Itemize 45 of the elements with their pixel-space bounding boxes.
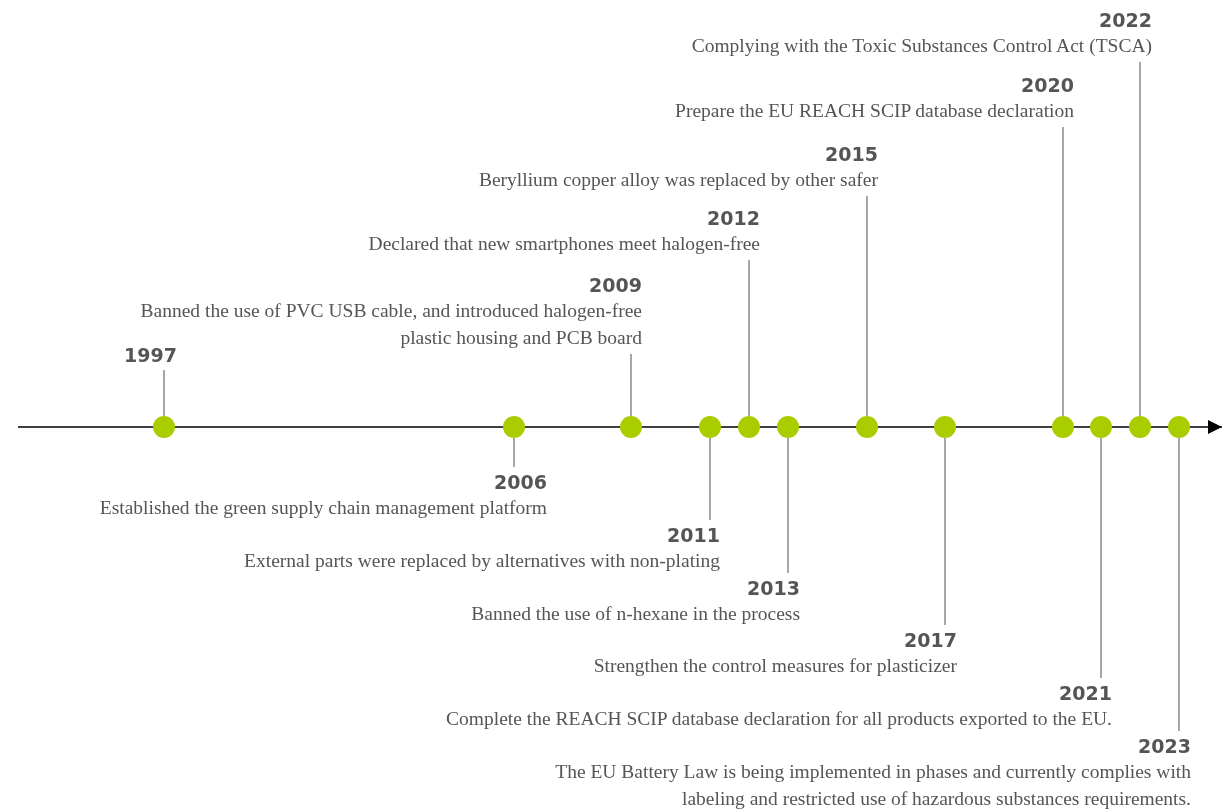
year-label: 2006 [494, 470, 547, 494]
leader-line [163, 369, 165, 417]
timeline-dot [934, 416, 956, 438]
milestone-description: Established the green supply chain management platform [99, 496, 547, 520]
milestone-description: Complete the REACH SCIP database declaration for all products exported to the EU. [446, 707, 1112, 731]
leader-line [1178, 437, 1180, 732]
timeline-dot [153, 416, 175, 438]
year-label: 2023 [1138, 734, 1191, 758]
year-label: 2012 [707, 206, 760, 230]
timeline-dot [777, 416, 799, 438]
timeline-dot [1129, 416, 1151, 438]
timeline-dot [620, 416, 642, 438]
leader-line [709, 437, 711, 521]
timeline-dot [503, 416, 525, 438]
leader-line [866, 195, 868, 417]
milestone-description: Prepare the EU REACH SCIP database declaration [675, 99, 1074, 123]
leader-line [513, 437, 515, 468]
milestone-description: Complying with the Toxic Substances Control Act (TSCA) [691, 34, 1152, 58]
milestone-description: Declared that new smartphones meet halogen-free [368, 232, 760, 256]
timeline-dot [738, 416, 760, 438]
timeline-dot [856, 416, 878, 438]
leader-line [630, 353, 632, 417]
year-label: 2015 [825, 142, 878, 166]
timeline-dot [1090, 416, 1112, 438]
leader-line [787, 437, 789, 574]
milestone-description: Beryllium copper alloy was replaced by other safer [478, 168, 878, 192]
year-label: 2009 [589, 273, 642, 297]
year-label: 2021 [1059, 681, 1112, 705]
milestone-description: Strengthen the control measures for plasticizer [593, 654, 957, 678]
year-label: 2013 [747, 576, 800, 600]
year-label: 2020 [1021, 73, 1074, 97]
year-label: 2017 [904, 628, 957, 652]
leader-line [1062, 126, 1064, 417]
leader-line [748, 259, 750, 417]
milestone-description: Banned the use of n-hexane in the process [471, 602, 800, 626]
year-label: 2011 [667, 523, 720, 547]
timeline-dot [699, 416, 721, 438]
leader-line [1139, 61, 1141, 417]
leader-line [944, 437, 946, 626]
year-label: 2022 [1099, 8, 1152, 32]
timeline-dot [1168, 416, 1190, 438]
timeline-dot [1052, 416, 1074, 438]
leader-line [1100, 437, 1102, 679]
milestone-description: The EU Battery Law is being implemented in phases and currently complies with labeling and restricted use of hazardous substances requirements. [554, 760, 1191, 811]
milestone-description: External parts were replaced by alternatives with non-plating [244, 549, 720, 573]
